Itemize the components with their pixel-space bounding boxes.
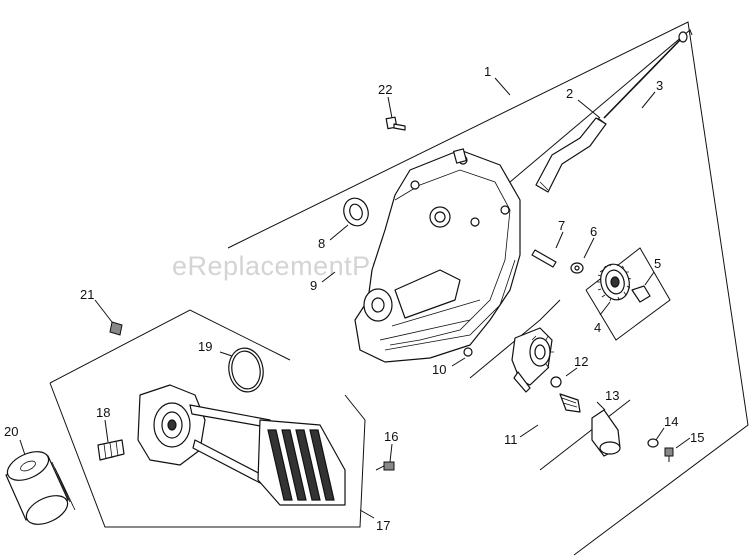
callout-6: 6 <box>590 224 597 239</box>
callout-21: 21 <box>80 287 94 302</box>
callout-5: 5 <box>654 256 661 271</box>
o-ring-12-part <box>550 376 562 388</box>
group-outline-pump <box>469 299 631 471</box>
bolt-22-part <box>385 116 406 131</box>
group-outline-main <box>227 21 749 556</box>
callout-2: 2 <box>566 86 573 101</box>
callout-15: 15 <box>690 430 704 445</box>
callout-17: 17 <box>376 518 390 533</box>
callout-20: 20 <box>4 424 18 439</box>
oil-cooler-part <box>137 384 346 506</box>
callout-12: 12 <box>574 354 588 369</box>
callout-8: 8 <box>318 236 325 251</box>
washer-6-part <box>570 262 584 274</box>
o-ring-10-part <box>463 347 473 357</box>
callout-22: 22 <box>378 82 392 97</box>
callout-10: 10 <box>432 362 446 377</box>
oil-filter-part <box>5 451 76 525</box>
o-ring-19-part <box>228 347 264 393</box>
callout-14: 14 <box>664 414 678 429</box>
pin-7-part <box>531 249 557 268</box>
gear-shaft-part <box>631 285 651 303</box>
dipstick-part <box>603 31 688 119</box>
callout-11: 11 <box>504 432 518 447</box>
screw-15-part <box>664 447 674 462</box>
oil-pump-part <box>511 327 554 393</box>
group-outline-gear <box>585 247 671 341</box>
oil-seal-part <box>343 197 369 227</box>
callout-labels: 1 2 3 4 5 6 7 8 9 10 11 12 13 14 15 16 1… <box>4 64 704 533</box>
pickup-part <box>559 393 621 457</box>
callout-16: 16 <box>384 429 398 444</box>
callout-19: 19 <box>198 339 212 354</box>
callout-4: 4 <box>594 320 601 335</box>
governor-gear-part <box>597 263 632 302</box>
callout-18: 18 <box>96 405 110 420</box>
fitting-21-part <box>109 321 123 336</box>
callout-7: 7 <box>558 218 565 233</box>
callout-13: 13 <box>605 388 619 403</box>
group-outline-dipstick <box>509 29 693 183</box>
closure-plate-part <box>354 148 521 363</box>
callout-1: 1 <box>484 64 491 79</box>
washer-14-part <box>647 438 659 448</box>
bolt-16-part <box>375 461 395 471</box>
nipple-18-part <box>97 439 125 461</box>
group-outline-cooler <box>49 309 366 528</box>
callout-3: 3 <box>656 78 663 93</box>
dipstick-tube-part <box>535 117 607 193</box>
callout-9: 9 <box>310 278 317 293</box>
